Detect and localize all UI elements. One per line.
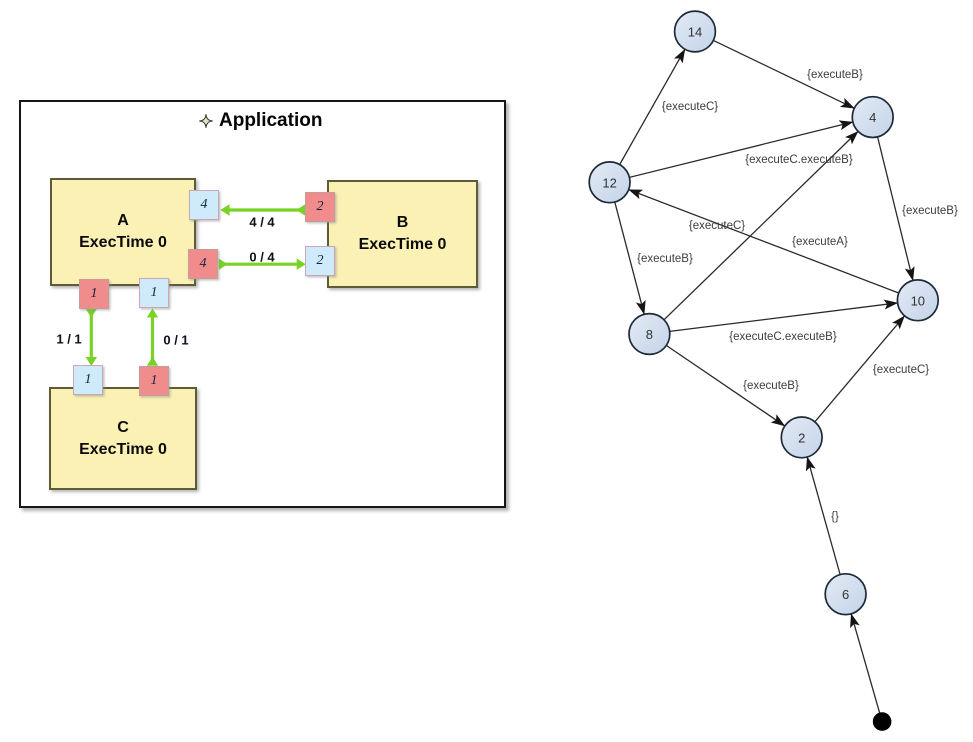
svg-text:4: 4 xyxy=(869,110,876,125)
svg-text:14: 14 xyxy=(688,25,702,40)
svg-text:10: 10 xyxy=(911,293,925,308)
svg-text:12: 12 xyxy=(602,175,616,190)
svg-text:8: 8 xyxy=(646,327,653,342)
svg-text:6: 6 xyxy=(842,587,849,602)
svg-text:2: 2 xyxy=(798,430,805,445)
